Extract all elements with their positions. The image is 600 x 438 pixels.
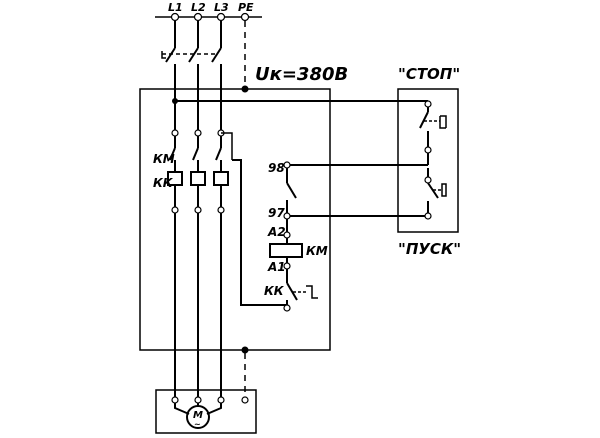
coil-a2-label: A2 (267, 225, 286, 239)
motor-lead-3 (206, 403, 222, 415)
motor-feed-wires (174, 213, 222, 398)
contactor-coil (269, 243, 303, 258)
motor-lead-1 (174, 403, 190, 415)
relay-contact-label: КК (264, 284, 285, 298)
stop-button-label: "СТОП" (398, 65, 460, 83)
motor-enclosure (155, 389, 257, 434)
thermal-relay-label: КК (153, 176, 174, 190)
contactor-main-contacts: КМ (153, 129, 233, 172)
coil-a1-label: A1 (267, 260, 286, 274)
remote-control-station (397, 88, 459, 233)
control-tap-junction (172, 98, 178, 104)
motor-label: M (193, 410, 203, 421)
start-button-contact (424, 168, 447, 220)
motor-phase-label: ~ (194, 420, 201, 429)
terminal-97-label: 97 (268, 206, 285, 220)
stop-button-contact (419, 100, 447, 165)
voltage-label: Uк=380В (255, 64, 348, 85)
phase-label-pe: PE (238, 1, 254, 14)
coil-label: КМ (306, 244, 328, 258)
thermal-relay-elements: КК (153, 171, 229, 214)
start-button-label: "ПУСК" (398, 240, 461, 258)
phase-label-l2: L2 (191, 1, 206, 14)
phase-label-l3: L3 (214, 1, 229, 14)
terminal-98-label: 98 (268, 161, 285, 175)
pe-junction-bottom (241, 346, 249, 354)
motor-symbol (186, 405, 210, 429)
supply-terminal-strip: L1 L2 L3 PE (155, 1, 262, 22)
phase-label-l1: L1 (168, 1, 183, 14)
starter-enclosure (139, 88, 331, 351)
control-circuit: 98 97 A2 КМ A1 КК (264, 161, 328, 312)
control-return-wire (232, 159, 287, 306)
contactor-label: КМ (153, 152, 175, 166)
main-breaker (161, 21, 222, 130)
